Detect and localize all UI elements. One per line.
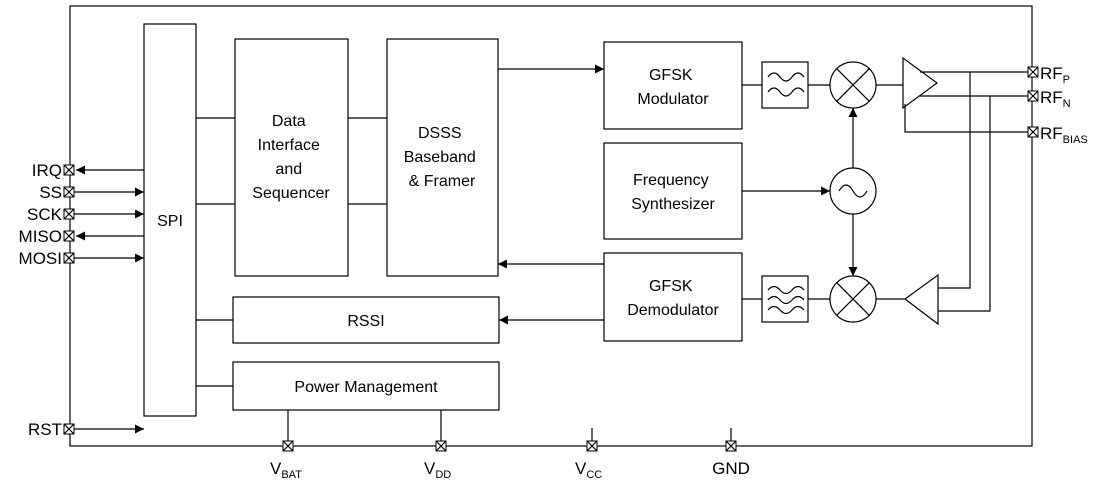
dsss-line-3: & Framer xyxy=(409,173,476,190)
rssi-block: RSSI xyxy=(232,296,500,344)
data-interface-line-4: Sequencer xyxy=(252,185,330,202)
freq-synth-line-2: Synthesizer xyxy=(631,196,715,213)
gfsk-modulator-block: GFSK Modulator xyxy=(603,41,743,130)
vbat-label: VBAT xyxy=(270,459,302,481)
vbat-pin xyxy=(282,440,294,452)
data-interface-block: Data Interface and Sequencer xyxy=(234,38,349,277)
mosi-label: MOSI xyxy=(19,249,62,268)
miso-label: MISO xyxy=(19,227,62,246)
mosi-pin xyxy=(63,252,75,264)
left-pins: IRQ SS SCK MISO xyxy=(19,161,144,439)
rfbias-label: RFBIAS xyxy=(1040,124,1088,146)
oscillator-icon xyxy=(829,167,877,215)
rst-label: RST xyxy=(28,420,62,439)
power-management-block: Power Management xyxy=(232,361,500,411)
svg-text:GFSK Modulator: GFSK Modulator xyxy=(637,67,709,108)
gfsk-demod-line-2: Demodulator xyxy=(627,302,719,319)
ss-pin xyxy=(63,186,75,198)
svg-text:Frequency Synthesizer: Frequency Synthesizer xyxy=(631,172,715,213)
spi-label: SPI xyxy=(157,213,183,230)
miso-pin xyxy=(63,230,75,242)
bottom-pins: VBAT VDD VCC GND xyxy=(270,410,750,481)
tx-filter-icon xyxy=(761,61,809,109)
gnd-pin xyxy=(725,440,737,452)
vcc-pin xyxy=(586,440,598,452)
gfsk-mod-line-1: GFSK xyxy=(649,67,693,84)
gfsk-mod-line-2: Modulator xyxy=(637,91,709,108)
rfbias-pin xyxy=(1027,126,1039,138)
rx-mixer-icon xyxy=(829,275,877,323)
rfp-pin xyxy=(1027,66,1039,78)
data-interface-line-3: and xyxy=(275,161,302,178)
rx-filter-icon xyxy=(761,275,809,323)
rst-pin xyxy=(63,423,75,435)
vdd-label: VDD xyxy=(424,459,451,481)
vdd-pin xyxy=(435,440,447,452)
irq-label: IRQ xyxy=(32,161,62,180)
gfsk-demod-line-1: GFSK xyxy=(649,278,693,295)
ss-label: SS xyxy=(39,183,62,202)
gnd-label: GND xyxy=(712,459,750,478)
vcc-label: VCC xyxy=(575,459,602,481)
rf-pins: RFP RFN RFBIAS xyxy=(1027,64,1088,146)
connection-lines xyxy=(196,64,1030,387)
rfn-label: RFN xyxy=(1040,88,1071,110)
sck-label: SCK xyxy=(27,205,63,224)
dsss-line-1: DSSS xyxy=(418,125,462,142)
power-management-label: Power Management xyxy=(294,379,438,396)
data-interface-line-2: Interface xyxy=(258,137,320,154)
chip-outline xyxy=(69,5,1033,447)
rfn-pin xyxy=(1027,90,1039,102)
svg-text:Data Interface and: Data Interface and Sequencer xyxy=(252,113,330,202)
rssi-label: RSSI xyxy=(347,313,384,330)
dsss-baseband-block: DSSS Baseband & Framer xyxy=(386,38,499,277)
data-interface-line-1: Data xyxy=(272,113,306,130)
irq-pin xyxy=(63,164,75,176)
sck-pin xyxy=(63,208,75,220)
svg-text:DSSS Baseband & Fr: DSSS Baseband & Framer xyxy=(404,125,481,190)
frequency-synthesizer-block: Frequency Synthesizer xyxy=(603,142,743,240)
rfp-label: RFP xyxy=(1040,64,1070,86)
tx-mixer-icon xyxy=(829,61,877,109)
gfsk-demodulator-block: GFSK Demodulator xyxy=(603,252,743,342)
spi-block: SPI xyxy=(143,23,197,417)
low-noise-amplifier-icon xyxy=(903,273,939,326)
dsss-line-2: Baseband xyxy=(404,149,476,166)
svg-text:GFSK Demodulator: GFSK Demodulator xyxy=(627,278,719,319)
freq-synth-line-1: Frequency xyxy=(633,172,709,189)
